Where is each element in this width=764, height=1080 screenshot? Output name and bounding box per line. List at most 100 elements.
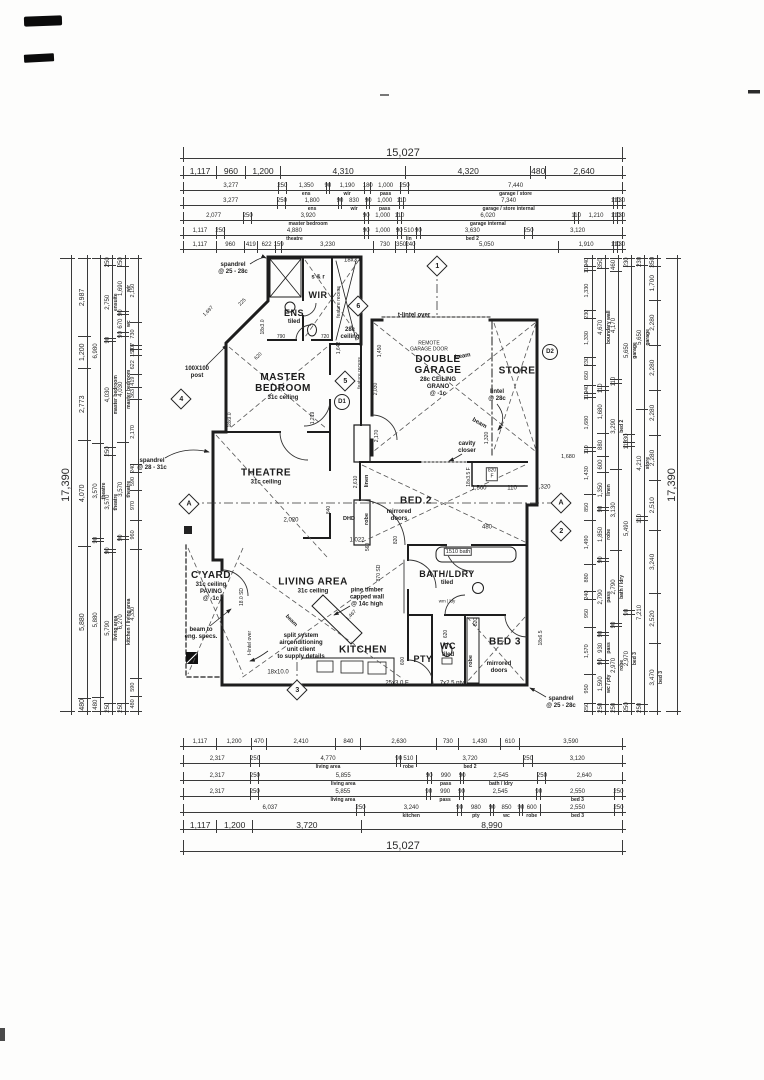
dim-value: 250	[118, 257, 124, 268]
dim-value: 5,790	[105, 620, 111, 636]
dim-segment: 90	[458, 772, 466, 784]
dim-value: 2,317	[209, 789, 225, 795]
dim-segment: 90	[104, 547, 116, 554]
dim-value: 4,210	[637, 455, 643, 471]
dim-value: 1,430	[472, 739, 488, 745]
dim-segment: 363	[130, 388, 142, 400]
dim-segment: 90	[104, 336, 116, 344]
dim-segment: 880	[597, 433, 609, 457]
dim-value: 90	[425, 773, 433, 779]
dim-segment: 419	[130, 374, 142, 389]
dim-segment: 110	[611, 212, 621, 224]
dim-value: 250	[399, 183, 410, 189]
dim-value: 90	[458, 773, 466, 779]
dim-value: 510	[403, 756, 414, 762]
annotation: wm | ldy	[438, 598, 456, 604]
dim-value: 250	[105, 446, 111, 457]
dim-value: 110	[610, 242, 621, 248]
marker-text: A	[186, 500, 192, 508]
dim-value: 2,987	[79, 288, 86, 307]
dim-value: 990	[440, 773, 451, 779]
dim-value: 5,855	[335, 789, 351, 795]
dim-value: 90	[105, 336, 111, 344]
dim-value: 110	[394, 213, 405, 219]
dim-value: 480	[531, 166, 546, 176]
dim-segment: 960	[130, 520, 142, 551]
dim-segment: 15,027	[183, 147, 623, 162]
dim-value: 230	[584, 309, 590, 319]
dim-value: 240	[584, 257, 590, 268]
dim-value: 107	[130, 342, 136, 352]
dim-segment: 250	[597, 703, 609, 713]
dim-value: 1,350	[298, 183, 314, 189]
dim-segment: 240	[405, 241, 415, 253]
top-dimension-chain: 15,027	[180, 147, 626, 162]
dim-segment: 1,000	[367, 227, 397, 239]
dim-value: 230	[624, 257, 630, 268]
dim-value: 230	[637, 256, 643, 267]
dim-value: 2,545	[493, 773, 509, 779]
dim-segment: 2,987	[78, 258, 91, 337]
room-ceiling-note: tiled	[440, 580, 454, 587]
dim-value: 7,440	[508, 183, 524, 189]
dim-segment: 6,037	[183, 804, 356, 816]
dim-value: 460	[611, 259, 617, 270]
dim-value: 3,277	[223, 198, 239, 204]
dim-segment: 250	[117, 257, 129, 268]
dim-value: 90	[118, 309, 124, 317]
dim-value: 850	[584, 502, 590, 512]
dim-value: 480	[79, 698, 86, 711]
annotation: split system airconditioning unit client…	[277, 633, 325, 660]
dim-value: 5,650	[637, 329, 643, 345]
dim-segment: 8,990	[360, 820, 623, 833]
dim-label: kitchen	[402, 813, 420, 819]
dim-segment: 250	[104, 703, 116, 713]
dim-value: 730	[379, 242, 390, 248]
room-name: ENS	[283, 308, 305, 319]
dim-value: 3,630	[464, 228, 480, 234]
dim-segment: 110	[623, 440, 635, 449]
dim-segment: 110	[611, 197, 621, 209]
dim-segment: 460	[610, 258, 622, 272]
room-name: LIVING AREA	[278, 576, 348, 588]
dim-segment: 3,120	[531, 755, 623, 767]
room-ceiling-note: tiled	[287, 319, 301, 326]
annotation: feature recess	[336, 286, 343, 318]
dim-segment: 230	[584, 309, 596, 319]
dim-segment: 2,170	[130, 399, 142, 465]
dim-segment: 1,117	[183, 241, 216, 253]
dim-value: 3,570	[105, 494, 111, 510]
dim-value: 2,520	[649, 610, 656, 627]
dim-segment: 90	[518, 804, 524, 816]
dim-segment: 17,390	[60, 258, 75, 712]
dim-value: 600	[598, 459, 604, 470]
dim-value: 90	[362, 213, 370, 219]
dim-segment: 1,330	[584, 271, 596, 311]
room-name: C'YARD	[190, 569, 232, 581]
dim-segment: 250	[104, 257, 116, 267]
dim-value: 250	[637, 702, 643, 713]
dim-value: 8,990	[481, 820, 503, 830]
dim-segment: 2,280	[649, 435, 661, 481]
dim-segment: 3,240	[649, 530, 661, 595]
room-label: BED 2	[400, 495, 432, 506]
dim-value: 250	[277, 183, 288, 189]
annotation: 1,680	[561, 453, 575, 460]
annotation: s & r	[311, 274, 325, 281]
marker-text: A	[558, 499, 564, 507]
annotation: 100X100 post	[184, 366, 210, 379]
dim-segment: 2,510	[649, 480, 661, 531]
dim-segment: 960	[216, 166, 245, 179]
annotation: 820	[473, 617, 480, 627]
dim-value: 3,130	[611, 502, 617, 518]
